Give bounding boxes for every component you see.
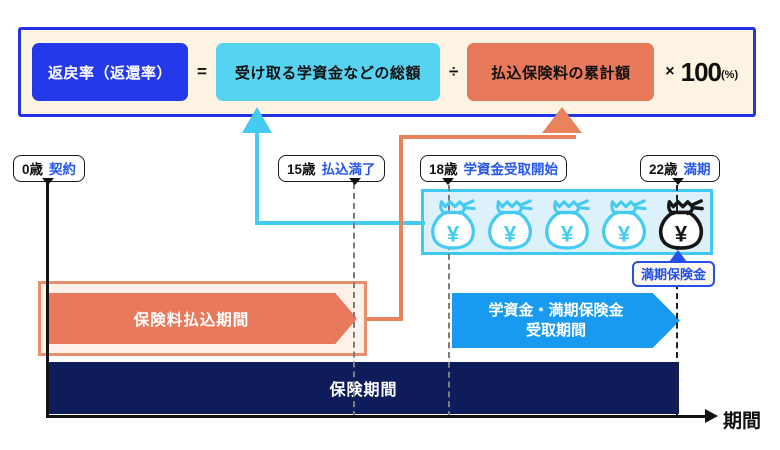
premium-payment-period-arrow: 保険料払込期間 xyxy=(46,293,357,344)
denominator-connector-bottom xyxy=(367,317,403,321)
benefit-receiving-line2: 受取期間 xyxy=(525,321,586,339)
yen-symbol: ¥ xyxy=(675,221,688,246)
money-bag-icon: ¥ xyxy=(431,199,476,250)
equals-sign: = xyxy=(197,62,207,81)
yen-symbol: ¥ xyxy=(447,221,460,246)
benefit-receiving-line1: 学資金・満期保険金 xyxy=(488,302,624,319)
maturity-pointer-icon xyxy=(669,250,687,262)
timeline-line-age22 xyxy=(676,185,678,417)
multiply-by-100-group: × 100 (%) xyxy=(665,57,738,88)
yen-symbol: ¥ xyxy=(504,221,517,246)
denominator-connector-vertical xyxy=(399,135,403,321)
multiplier-value: 100 xyxy=(680,56,722,87)
milestone-age: 15歳 xyxy=(287,162,316,177)
insurance-period-bar: 保険期間 xyxy=(48,362,679,414)
maturity-payout-label: 満期保険金 xyxy=(632,261,716,287)
milestone-age: 0歳 xyxy=(22,162,44,177)
milestone-pointer-icon xyxy=(349,178,361,185)
milestone-age: 22歳 xyxy=(649,162,678,177)
timeline-line-age18 xyxy=(448,185,450,417)
total-benefits-chip: 受け取る学資金などの総額 xyxy=(215,43,440,101)
multiply-sign: × xyxy=(665,63,675,80)
numerator-connector-vertical xyxy=(255,130,259,225)
milestone-age0-contract: 0歳 契約 xyxy=(13,155,86,182)
denominator-arrowhead-icon xyxy=(542,107,582,133)
yen-symbol: ¥ xyxy=(561,221,574,246)
timeline-line-age0 xyxy=(46,183,49,417)
divide-sign: ÷ xyxy=(448,62,459,81)
money-bag-icon: ¥ xyxy=(488,199,533,250)
money-bag-icon: ¥ xyxy=(545,199,590,250)
maturity-money-bag-icon: ¥ xyxy=(658,199,704,250)
milestone-event: 払込満了 xyxy=(321,162,376,177)
money-bag-icon: ¥ xyxy=(602,199,647,250)
yen-symbol: ¥ xyxy=(618,221,631,246)
formula-box: 返戻率（返還率） = 受け取る学資金などの総額 ÷ 払込保険料の累計額 × 10… xyxy=(18,27,756,117)
time-axis-arrowhead-icon xyxy=(705,409,718,423)
milestone-pointer-icon xyxy=(672,178,684,185)
numerator-connector-horizontal xyxy=(255,221,425,225)
numerator-arrowhead-icon xyxy=(242,107,272,133)
benefit-bags-row: ¥ ¥ ¥ ¥ ¥ xyxy=(421,189,713,255)
milestone-pointer-icon xyxy=(442,178,454,185)
percent-unit: (%) xyxy=(721,69,739,81)
time-axis-line xyxy=(46,415,708,418)
time-axis-label: 期間 xyxy=(723,411,762,432)
benefit-receiving-period-arrow: 学資金・満期保険金 受取期間 xyxy=(452,293,680,348)
milestone-age18-benefit-start: 18歳 学資金受取開始 xyxy=(420,155,568,182)
timeline-line-age15 xyxy=(353,183,355,417)
milestone-pointer-icon xyxy=(42,178,54,185)
milestone-age15-payment-complete: 15歳 払込満了 xyxy=(278,155,385,182)
milestone-event: 満期 xyxy=(683,162,711,177)
milestone-event: 学資金受取開始 xyxy=(463,162,559,177)
milestone-age: 18歳 xyxy=(429,162,458,177)
total-premiums-chip: 払込保険料の累計額 xyxy=(467,43,655,101)
return-rate-chip: 返戻率（返還率） xyxy=(32,43,188,101)
milestone-event: 契約 xyxy=(49,162,77,177)
denominator-connector-top xyxy=(399,135,576,139)
